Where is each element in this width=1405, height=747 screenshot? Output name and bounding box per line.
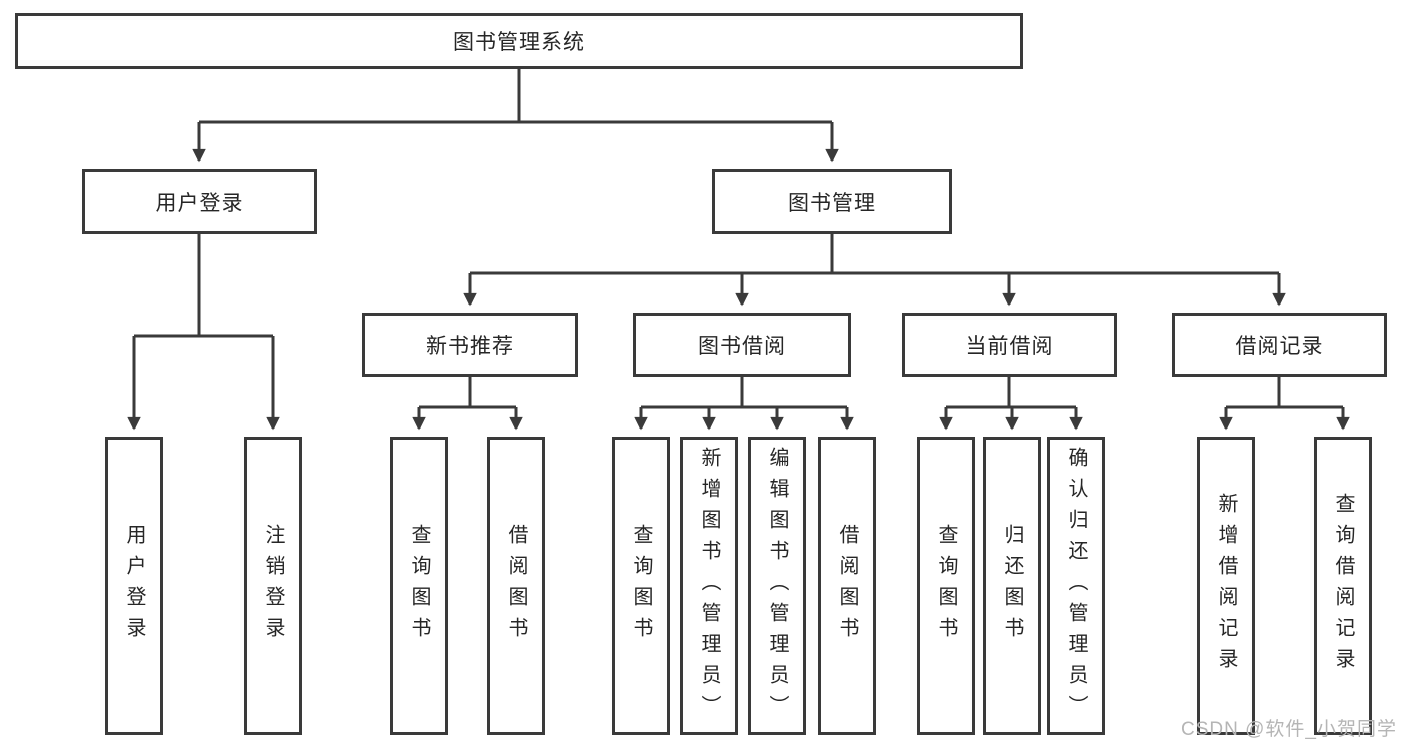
node-leaf-nb-query-books: 查询图书	[390, 437, 448, 735]
node-leaf-bb-add-books-admin: 新增图书（管理员）	[680, 437, 738, 735]
node-leaf-user-login: 用户登录	[105, 437, 163, 735]
node-book-borrow: 图书借阅	[633, 313, 851, 377]
node-new-book-recommend: 新书推荐	[362, 313, 578, 377]
node-leaf-bb-edit-books-admin: 编辑图书（管理员）	[748, 437, 806, 735]
node-root-system: 图书管理系统	[15, 13, 1023, 69]
csdn-watermark: CSDN @软件_小贺同学	[1181, 719, 1397, 740]
node-leaf-bb-query-books: 查询图书	[612, 437, 670, 735]
node-user-login-branch: 用户登录	[82, 169, 317, 234]
node-leaf-cb-confirm-return-admin: 确认归还（管理员）	[1047, 437, 1105, 735]
node-leaf-cb-return-books: 归还图书	[983, 437, 1041, 735]
node-book-management-branch: 图书管理	[712, 169, 952, 234]
node-leaf-cb-query-books: 查询图书	[917, 437, 975, 735]
node-borrow-records: 借阅记录	[1172, 313, 1387, 377]
node-leaf-br-query-record: 查询借阅记录	[1314, 437, 1372, 735]
node-leaf-bb-borrow-books: 借阅图书	[818, 437, 876, 735]
node-current-borrow: 当前借阅	[902, 313, 1117, 377]
node-leaf-logout: 注销登录	[244, 437, 302, 735]
node-leaf-nb-borrow-books: 借阅图书	[487, 437, 545, 735]
node-leaf-br-add-record: 新增借阅记录	[1197, 437, 1255, 735]
